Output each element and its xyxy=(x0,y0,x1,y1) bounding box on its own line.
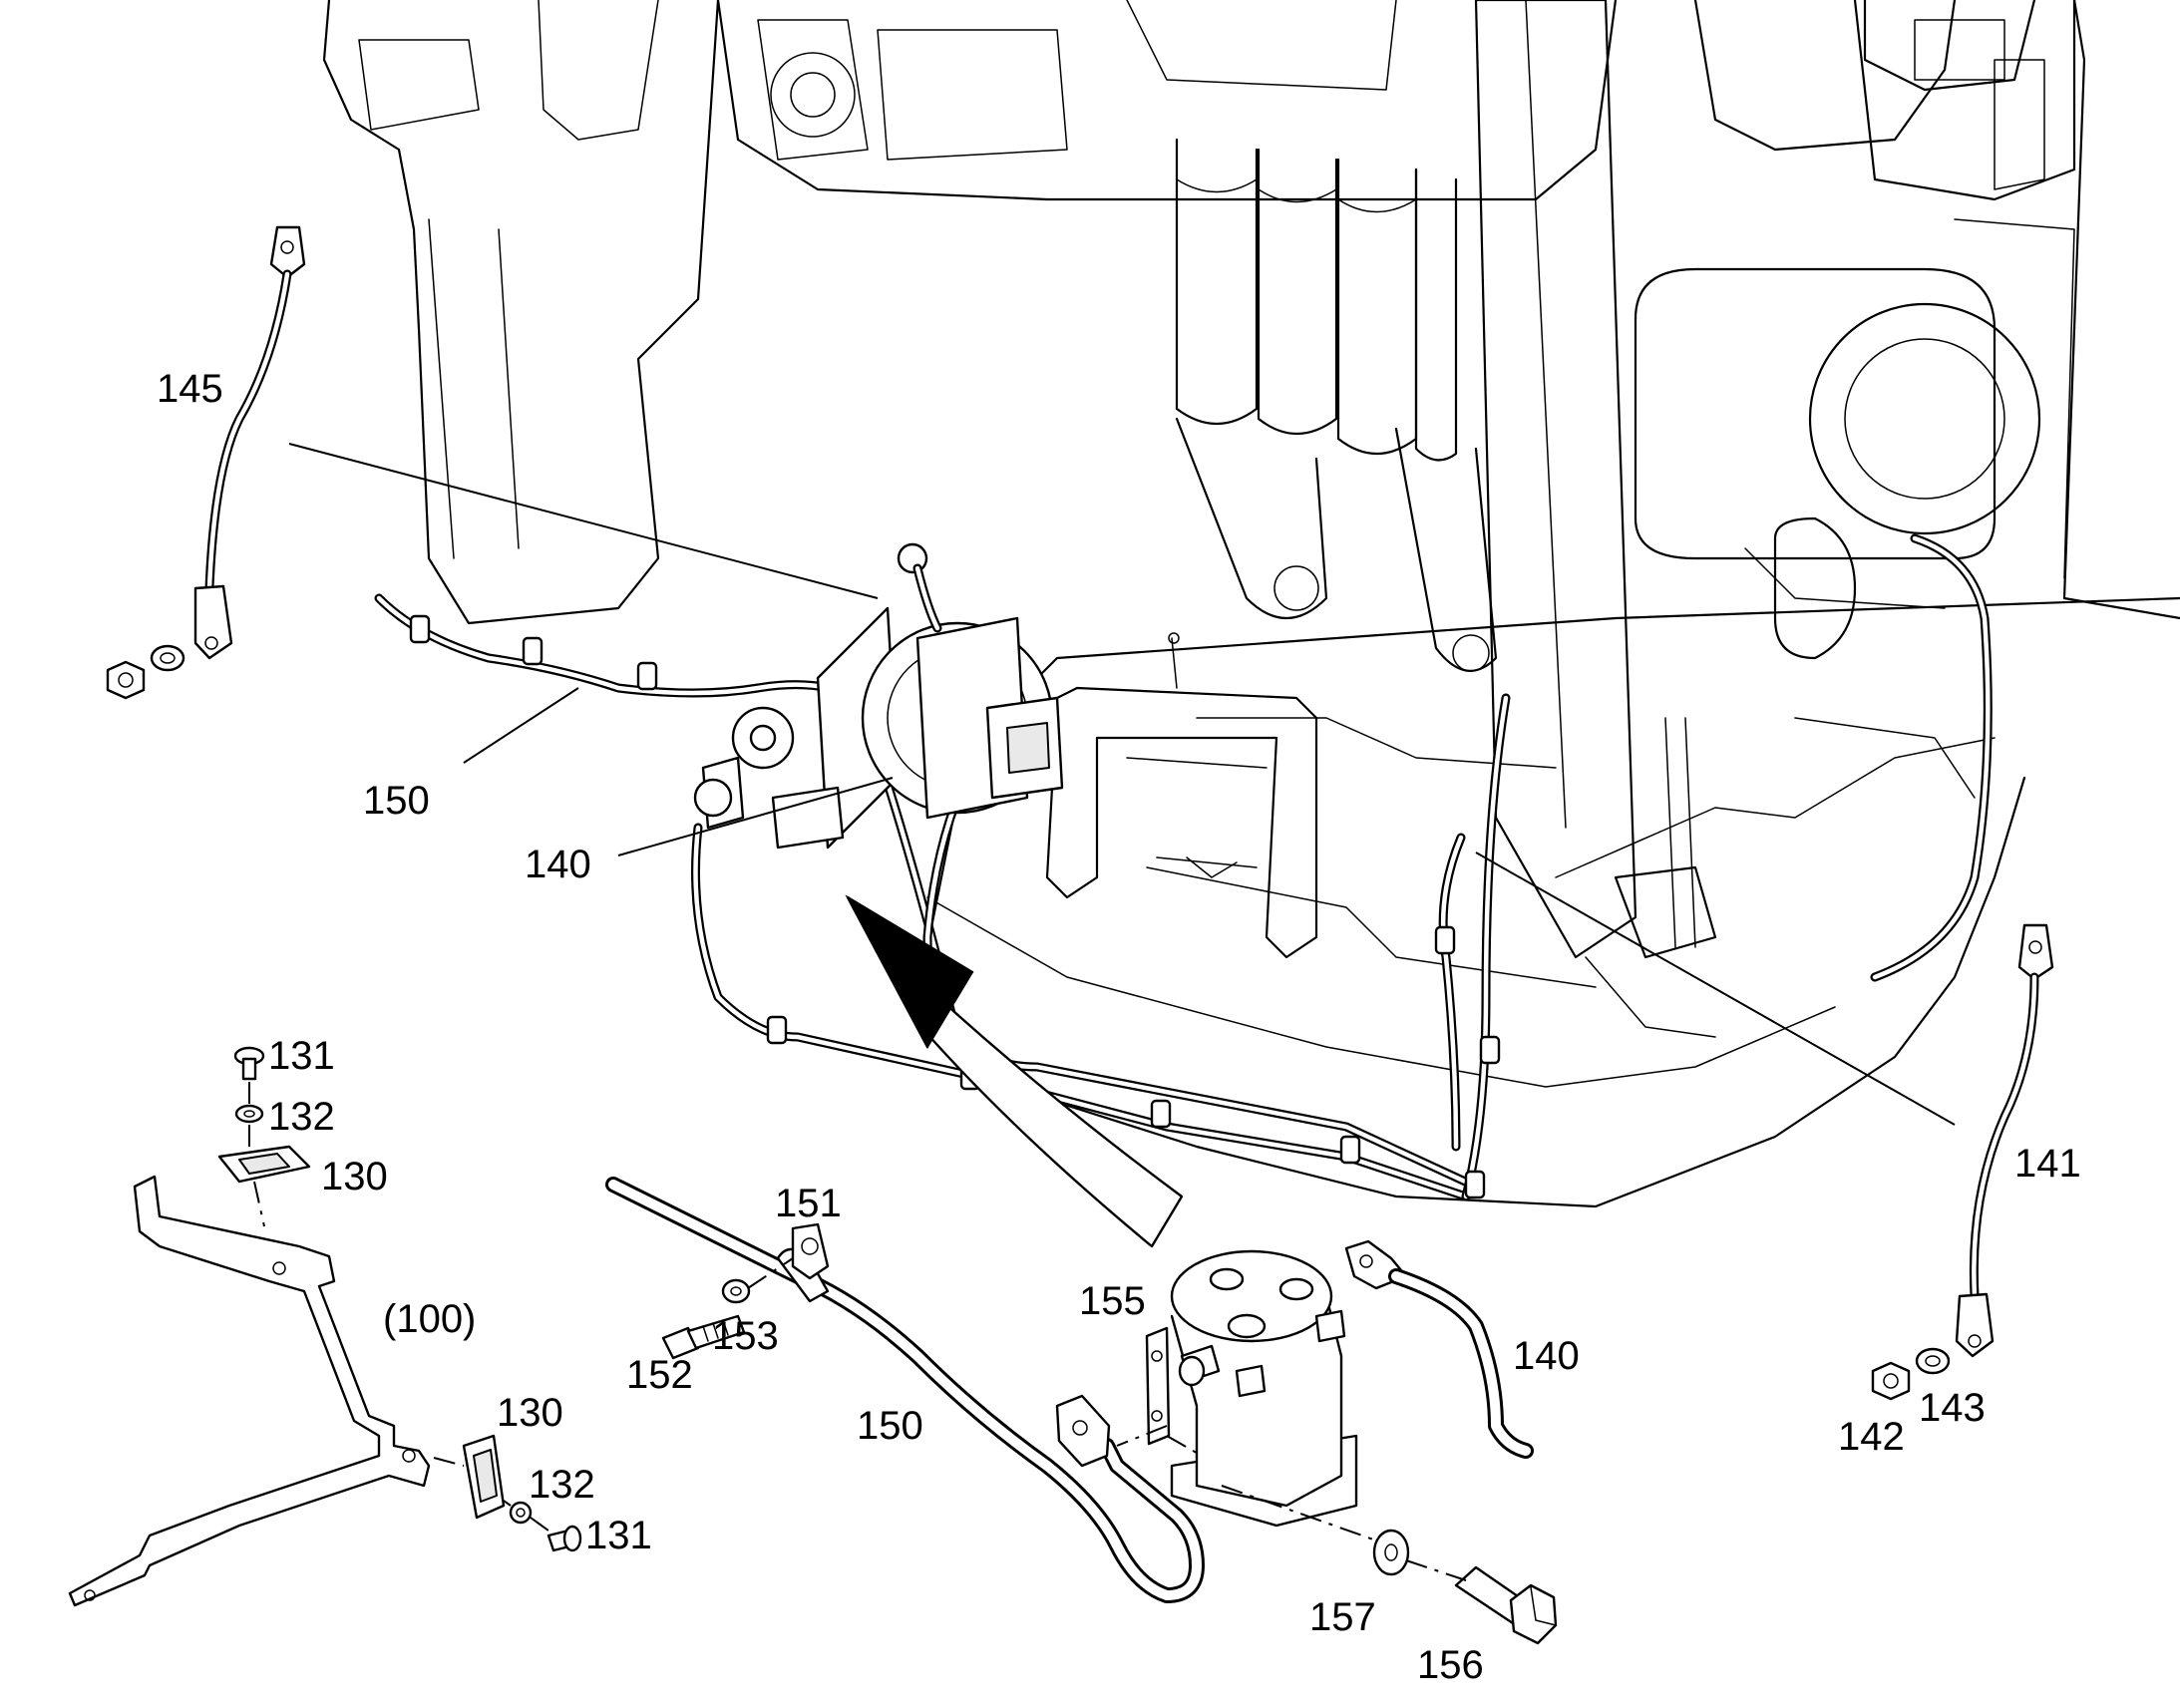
bracket-100 xyxy=(68,1175,431,1607)
callout-142: 142 xyxy=(1838,1415,1905,1459)
wiring-harness xyxy=(374,533,1993,1201)
callout-131-bottom: 131 xyxy=(585,1514,652,1557)
cable-150 xyxy=(605,1177,1205,1603)
screw-131-bottom xyxy=(546,1525,582,1552)
callout-157: 157 xyxy=(1309,1595,1376,1639)
callout-156: 156 xyxy=(1417,1643,1484,1687)
washer-157 xyxy=(1372,1529,1410,1576)
washer-132-top xyxy=(234,1104,264,1124)
bolt-152 xyxy=(661,1314,746,1360)
callout-150-bottom: 150 xyxy=(857,1404,923,1448)
ground-strap-145 xyxy=(193,225,306,660)
bolt-156 xyxy=(1454,1565,1558,1645)
solenoid-155 xyxy=(1145,1249,1358,1528)
callout-132-top: 132 xyxy=(268,1095,335,1139)
ground-strap-141 xyxy=(1955,923,2054,1358)
callout-145: 145 xyxy=(157,367,223,411)
installed-solenoid xyxy=(693,542,1064,850)
callout-140-bottom: 140 xyxy=(1513,1334,1580,1378)
view-direction-arrow xyxy=(845,894,1184,1248)
callout-141: 141 xyxy=(2014,1142,2081,1186)
callout-130-top: 130 xyxy=(321,1155,388,1198)
washer-153 xyxy=(721,1278,751,1304)
clip-130-top xyxy=(217,1145,311,1184)
callout-150-top: 150 xyxy=(363,779,430,823)
callout-155: 155 xyxy=(1079,1279,1146,1323)
clamp-151 xyxy=(791,1222,830,1280)
engine-frame-assembly xyxy=(322,0,2180,1208)
callout-labels: 145 150 140 141 131 132 130 (100) 130 13… xyxy=(157,367,2081,1687)
clip-130-bottom xyxy=(462,1434,506,1520)
callout-143: 143 xyxy=(1919,1386,1986,1430)
cable-140-detail xyxy=(1344,1239,1534,1459)
callout-153: 153 xyxy=(712,1314,779,1358)
callout-130-bottom: 130 xyxy=(497,1391,563,1435)
callout-140-top: 140 xyxy=(525,843,591,886)
callout-152: 152 xyxy=(626,1353,693,1397)
nut-and-washer-145 xyxy=(106,644,185,700)
callout-100: (100) xyxy=(383,1297,476,1341)
callout-151: 151 xyxy=(775,1182,842,1225)
nut-and-washer-141 xyxy=(1871,1347,1951,1401)
leader-lines xyxy=(288,443,1956,1126)
screw-131-top xyxy=(233,1046,265,1081)
washer-132-bottom xyxy=(509,1501,533,1525)
callout-132-bottom: 132 xyxy=(529,1463,595,1507)
callout-131-top: 131 xyxy=(268,1034,335,1078)
